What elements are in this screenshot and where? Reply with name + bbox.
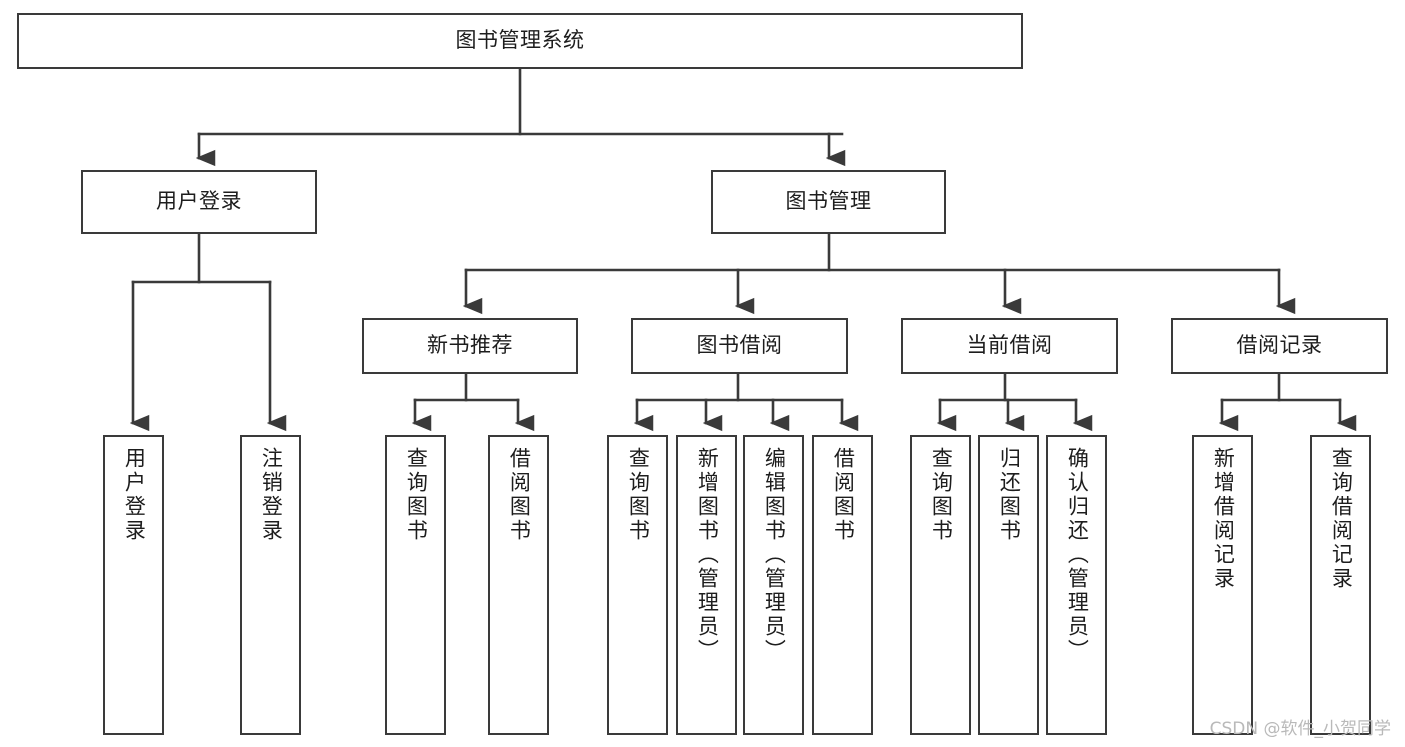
node-book-manage-label: 图书管理 xyxy=(785,189,872,214)
csdn-watermark: CSDN @软件_小贺同学 xyxy=(1209,719,1391,739)
node-book-manage[interactable]: 图书管理 xyxy=(711,170,946,234)
node-leaf-add-book[interactable]: 新增图书（管理员） xyxy=(676,435,737,735)
node-leaf-add-book-label: 新增图书（管理员） xyxy=(695,447,720,663)
node-user-login[interactable]: 用户登录 xyxy=(81,170,317,234)
node-leaf-confirm-return[interactable]: 确认归还（管理员） xyxy=(1046,435,1107,735)
node-leaf-query-book-1-label: 查询图书 xyxy=(404,447,429,543)
node-leaf-edit-book[interactable]: 编辑图书（管理员） xyxy=(743,435,804,735)
node-leaf-user-login-label: 用户登录 xyxy=(122,447,147,543)
node-leaf-return-book[interactable]: 归还图书 xyxy=(978,435,1039,735)
node-current-borrow[interactable]: 当前借阅 xyxy=(901,318,1118,374)
node-leaf-borrow-book-2-label: 借阅图书 xyxy=(831,447,856,543)
node-new-book-rec-label: 新书推荐 xyxy=(427,333,513,358)
node-leaf-logout-login[interactable]: 注销登录 xyxy=(240,435,301,735)
node-root[interactable]: 图书管理系统 xyxy=(17,13,1023,69)
node-leaf-query-record[interactable]: 查询借阅记录 xyxy=(1310,435,1371,735)
node-book-borrow[interactable]: 图书借阅 xyxy=(631,318,848,374)
node-current-borrow-label: 当前借阅 xyxy=(966,333,1053,358)
node-leaf-query-book-3[interactable]: 查询图书 xyxy=(910,435,971,735)
node-leaf-query-book-3-label: 查询图书 xyxy=(929,447,954,543)
node-leaf-borrow-book-1[interactable]: 借阅图书 xyxy=(488,435,549,735)
node-root-label: 图书管理系统 xyxy=(455,28,585,53)
node-leaf-add-record-label: 新增借阅记录 xyxy=(1211,447,1236,591)
node-leaf-borrow-book-2[interactable]: 借阅图书 xyxy=(812,435,873,735)
node-leaf-add-record[interactable]: 新增借阅记录 xyxy=(1192,435,1253,735)
node-leaf-confirm-return-label: 确认归还（管理员） xyxy=(1065,447,1090,663)
node-book-borrow-label: 图书借阅 xyxy=(696,333,783,358)
node-borrow-record[interactable]: 借阅记录 xyxy=(1171,318,1388,374)
node-new-book-rec[interactable]: 新书推荐 xyxy=(362,318,578,374)
node-leaf-edit-book-label: 编辑图书（管理员） xyxy=(762,447,787,663)
node-leaf-user-login[interactable]: 用户登录 xyxy=(103,435,164,735)
node-leaf-query-book-1[interactable]: 查询图书 xyxy=(385,435,446,735)
node-borrow-record-label: 借阅记录 xyxy=(1236,333,1323,358)
node-user-login-label: 用户登录 xyxy=(156,189,242,214)
node-leaf-logout-login-label: 注销登录 xyxy=(259,447,284,543)
node-leaf-return-book-label: 归还图书 xyxy=(997,447,1022,543)
node-leaf-query-record-label: 查询借阅记录 xyxy=(1329,447,1354,591)
node-leaf-query-book-2[interactable]: 查询图书 xyxy=(607,435,668,735)
node-leaf-query-book-2-label: 查询图书 xyxy=(626,447,651,543)
node-leaf-borrow-book-1-label: 借阅图书 xyxy=(507,447,532,543)
